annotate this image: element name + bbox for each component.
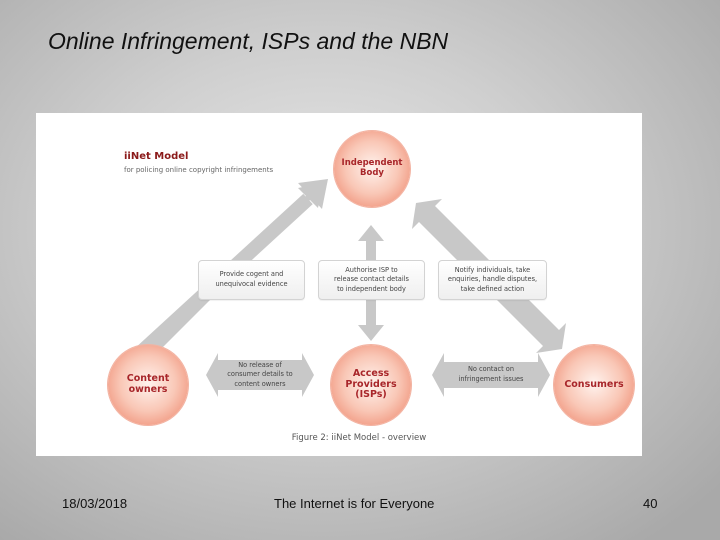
node-access-providers: Access Providers (ISPs) — [331, 345, 411, 425]
label-no-release: No release of consumer details to conten… — [216, 360, 304, 390]
box-provide-evidence-text: Provide cogent and unequivocal evidence — [215, 270, 288, 288]
figure-caption: Figure 2: iiNet Model - overview — [291, 433, 427, 443]
label-no-release-text: No release of consumer details to conten… — [227, 360, 293, 388]
slide-title: Online Infringement, ISPs and the NBN — [48, 28, 449, 54]
box-authorise-isp-text: Authorise ISP to release contact details… — [334, 265, 409, 293]
box-provide-evidence: Provide cogent and unequivocal evidence — [198, 260, 305, 300]
box-authorise-isp: Authorise ISP to release contact details… — [318, 260, 425, 300]
node-access-providers-label: Access Providers (ISPs) — [345, 367, 397, 401]
footer-title: The Internet is for Everyone — [274, 496, 435, 511]
box-notify-individuals: Notify individuals, take enquiries, hand… — [438, 260, 547, 300]
footer-date: 18/03/2018 — [62, 496, 128, 511]
node-independent-body: Independent Body — [334, 131, 410, 207]
model-title: iiNet Model — [124, 151, 189, 162]
node-content-owners-label: Content owners — [126, 373, 170, 395]
node-consumers: Consumers — [554, 345, 634, 425]
node-content-owners: Content owners — [108, 345, 188, 425]
model-subtitle: for policing online copyright infringeme… — [124, 166, 274, 174]
box-notify-individuals-text: Notify individuals, take enquiries, hand… — [447, 265, 538, 293]
slide-number: 40 — [643, 496, 658, 511]
arrow-no-contact-icon — [432, 353, 550, 397]
node-independent-body-label: Independent Body — [341, 158, 403, 178]
label-no-contact: No contact on infringement issues — [442, 362, 540, 388]
iinet-model-figure: iiNet Model for policing online copyrigh… — [36, 113, 642, 456]
node-consumers-label: Consumers — [564, 378, 624, 390]
label-no-contact-text: No contact on infringement issues — [458, 365, 524, 383]
arrow-no-release-icon — [206, 353, 314, 397]
